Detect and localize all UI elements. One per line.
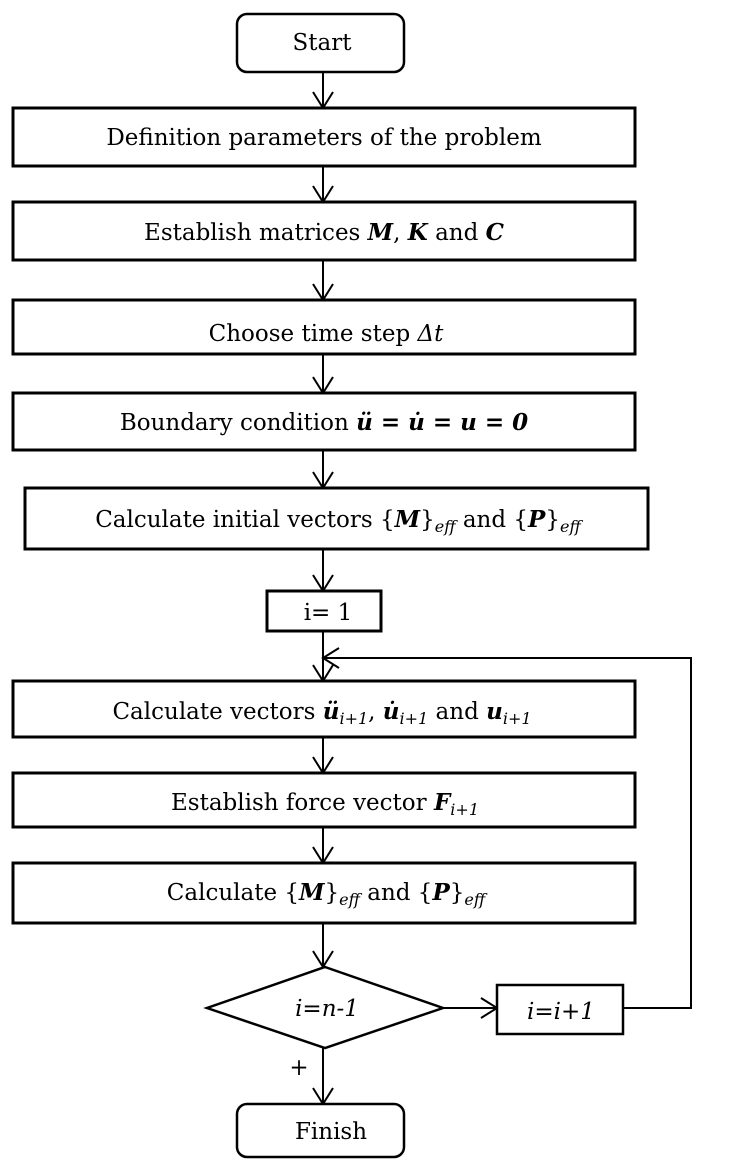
calc-eff-2: eff <box>464 890 487 909</box>
vectors-and: and <box>428 699 486 725</box>
finish-label: Finish <box>295 1119 367 1145</box>
counter-init-label: i= 1 <box>304 600 353 626</box>
velocity-symbol: u̇ <box>383 698 400 725</box>
init-eff-1: eff <box>435 517 458 536</box>
force-box <box>11 771 637 829</box>
counter-init-box <box>265 589 383 633</box>
init-vectors-box <box>23 486 650 551</box>
boundary-box <box>11 391 637 452</box>
init-m: M <box>394 506 422 533</box>
accel-symbol: ü <box>323 698 340 725</box>
force-prefix: Establish force vector <box>171 790 434 816</box>
calc-label: Calculate {M}eff and {P}eff <box>167 879 488 909</box>
init-prefix: Calculate initial vectors { <box>95 507 394 533</box>
timestep-label: Choose time step Δt <box>209 321 444 347</box>
establish-label: Establish matrices M, K and C <box>144 219 505 246</box>
init-eff-2: eff <box>560 517 583 536</box>
loop-back-line <box>323 657 692 1009</box>
calc-brace: } <box>324 880 339 906</box>
accel-subscript: i+1 <box>339 709 368 728</box>
calc-close: } <box>450 880 465 906</box>
matrix-k: K <box>407 219 429 246</box>
definition-box <box>11 106 637 168</box>
comma-sep: , <box>393 220 408 246</box>
boundary-expression: ü = u̇ = u = 0 <box>356 409 528 436</box>
plus-label: + <box>289 1055 308 1081</box>
vectors-box <box>11 679 637 739</box>
establish-box <box>11 200 637 262</box>
arrowhead-loop <box>321 647 340 669</box>
vectors-prefix: Calculate vectors <box>112 699 322 725</box>
finish-terminal <box>235 1102 406 1159</box>
calc-and: and { <box>360 880 433 906</box>
boundary-prefix: Boundary condition <box>120 410 356 436</box>
timestep-box <box>11 298 637 356</box>
vectors-label: Calculate vectors üi+1, u̇i+1 and ui+1 <box>112 698 531 728</box>
establish-prefix: Establish matrices <box>144 220 368 246</box>
displacement-subscript: i+1 <box>503 709 532 728</box>
and-word: and <box>428 220 486 246</box>
timestep-prefix: Choose time step <box>209 321 418 347</box>
init-close: } <box>545 507 560 533</box>
matrix-m: M <box>367 219 395 246</box>
displacement-symbol: u <box>486 698 503 725</box>
start-terminal <box>235 12 406 74</box>
calc-eff-1: eff <box>339 890 362 909</box>
increment-box <box>495 983 625 1036</box>
calc-m: M <box>298 879 326 906</box>
decision-diamond <box>203 965 447 1050</box>
vectors-comma: , <box>368 699 383 725</box>
increment-label: i=i+1 <box>527 999 595 1025</box>
definition-label: Definition parameters of the problem <box>106 125 542 151</box>
init-brace: } <box>420 507 435 533</box>
matrix-c: C <box>486 219 505 246</box>
velocity-subscript: i+1 <box>400 709 429 728</box>
calc-prefix: Calculate { <box>167 880 299 906</box>
decision-label: i=n-1 <box>295 996 359 1022</box>
init-p: P <box>527 506 546 533</box>
calc-p: P <box>431 879 450 906</box>
calc-box <box>11 861 637 925</box>
boundary-label: Boundary condition ü = u̇ = u = 0 <box>120 409 528 436</box>
force-subscript: i+1 <box>450 800 479 819</box>
force-label: Establish force vector Fi+1 <box>171 789 479 819</box>
start-label: Start <box>293 30 353 56</box>
timestep-symbol: Δt <box>417 321 445 347</box>
init-and: and { <box>456 507 529 533</box>
force-symbol: F <box>433 789 452 816</box>
init-vectors-label: Calculate initial vectors {M}eff and {P}… <box>95 506 583 536</box>
